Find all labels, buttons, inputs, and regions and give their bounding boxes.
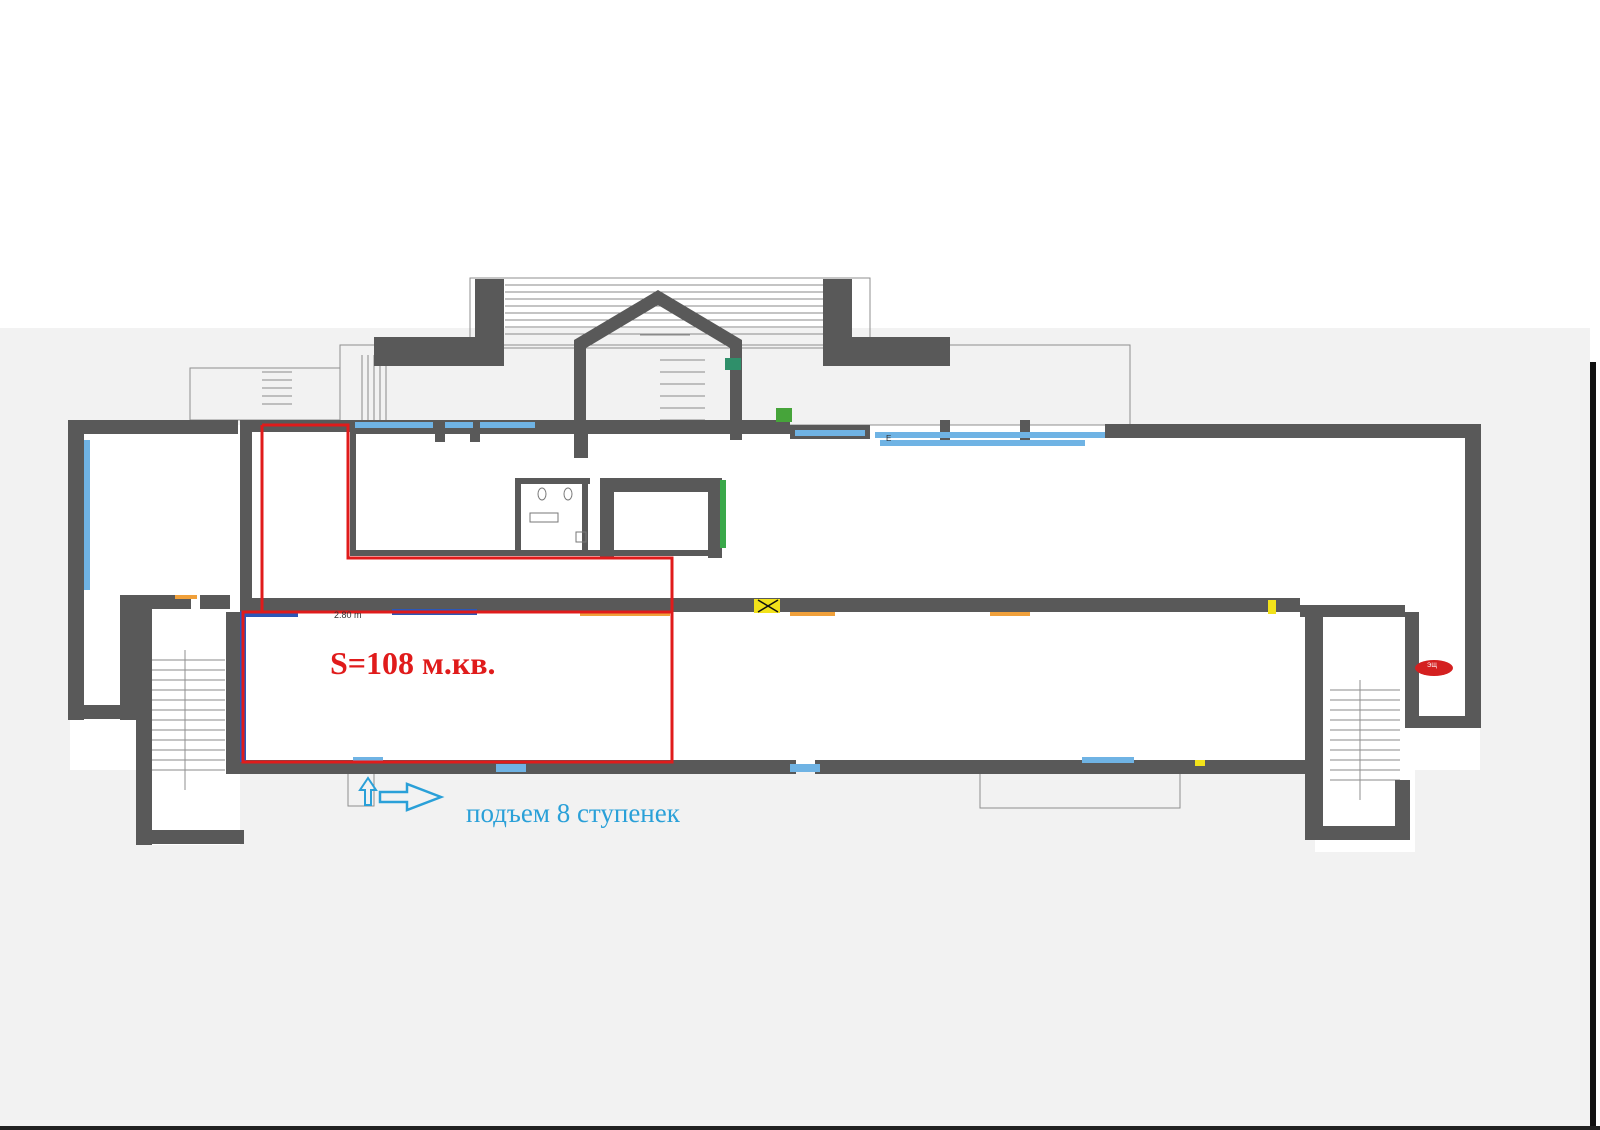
corridor-dimension-label: 2.80 m <box>334 610 362 620</box>
building-floor <box>70 425 1480 770</box>
north-stairs <box>505 284 830 335</box>
fire-panel-icon <box>1415 660 1453 676</box>
gable-stairs <box>640 334 705 421</box>
paper-edge-bottom <box>0 1126 1600 1130</box>
lease-outline <box>241 423 674 764</box>
fire-panel-label: ЭЩ <box>1427 663 1437 669</box>
toilet-fixtures <box>529 487 587 543</box>
east-stairwell-steps <box>1330 680 1400 800</box>
entrance-arrow-icon <box>358 776 445 812</box>
accent-fittings <box>175 358 1276 766</box>
entrance-steps-note: подъем 8 ступенек <box>466 798 680 828</box>
leased-area-label: S=108 м.кв. <box>330 645 496 681</box>
northwest-small-steps <box>262 371 292 405</box>
west-stairwell-steps <box>145 650 225 790</box>
west-stair-floor <box>140 600 240 845</box>
marker-e-label: E <box>886 434 892 443</box>
paper-edge-right <box>1590 362 1596 1130</box>
